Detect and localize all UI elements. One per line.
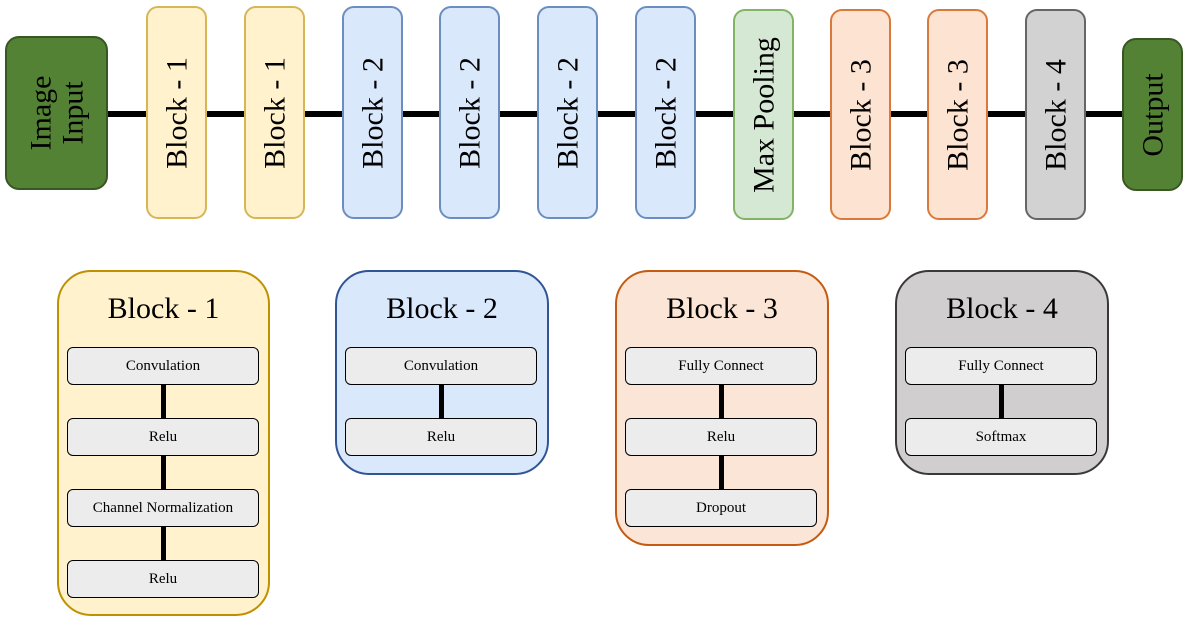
layer-relu: Relu — [625, 418, 817, 456]
layer-channel-normalization: Channel Normalization — [67, 489, 259, 527]
layer-connector — [999, 385, 1004, 418]
stage-label: Max Pooling — [746, 36, 780, 193]
stage-block-4: Block - 4 — [1025, 9, 1086, 220]
network-pipeline: Image Input Block - 1 Block - 1 Block - … — [0, 0, 1188, 230]
layer-relu: Relu — [67, 418, 259, 456]
block-1-title: Block - 1 — [107, 292, 220, 325]
block-3-panel: Block - 3 Fully Connect Relu Dropout — [615, 270, 829, 546]
image-input-label: Image Input — [24, 75, 89, 151]
pipeline-connector-line — [100, 111, 1130, 117]
block-4-panel: Block - 4 Fully Connect Softmax — [895, 270, 1109, 475]
stage-block-1-b: Block - 1 — [244, 6, 305, 219]
image-input-node: Image Input — [5, 36, 108, 190]
stage-block-2-c: Block - 2 — [537, 6, 598, 219]
stage-label: Block - 1 — [159, 56, 193, 169]
stage-block-2-a: Block - 2 — [342, 6, 403, 219]
stage-max-pooling: Max Pooling — [733, 9, 794, 220]
stage-block-2-d: Block - 2 — [635, 6, 696, 219]
layer-relu: Relu — [67, 560, 259, 598]
layer-fully-connect: Fully Connect — [625, 347, 817, 385]
stage-block-3-b: Block - 3 — [927, 9, 988, 220]
layer-convolution: Convulation — [345, 347, 537, 385]
layer-connector — [439, 385, 444, 418]
layer-connector — [161, 456, 166, 489]
block-2-panel: Block - 2 Convulation Relu — [335, 270, 549, 475]
layer-fully-connect: Fully Connect — [905, 347, 1097, 385]
stage-label: Block - 3 — [940, 58, 974, 171]
block-1-panel: Block - 1 Convulation Relu Channel Norma… — [57, 270, 270, 616]
stage-label: Block - 1 — [257, 56, 291, 169]
stage-label: Block - 3 — [843, 58, 877, 171]
stage-block-2-b: Block - 2 — [439, 6, 500, 219]
stage-block-3-a: Block - 3 — [830, 9, 891, 220]
layer-dropout: Dropout — [625, 489, 817, 527]
layer-connector — [161, 527, 166, 560]
output-label: Output — [1135, 72, 1169, 157]
layer-convolution: Convulation — [67, 347, 259, 385]
stage-block-1-a: Block - 1 — [146, 6, 207, 219]
stage-label: Block - 2 — [355, 56, 389, 169]
layer-connector — [161, 385, 166, 418]
stage-label: Block - 2 — [550, 56, 584, 169]
block-3-title: Block - 3 — [666, 292, 778, 325]
layer-connector — [719, 385, 724, 418]
layer-connector — [719, 456, 724, 489]
output-node: Output — [1122, 38, 1183, 191]
block-4-title: Block - 4 — [946, 292, 1058, 325]
layer-relu: Relu — [345, 418, 537, 456]
stage-label: Block - 2 — [648, 56, 682, 169]
stage-label: Block - 4 — [1038, 58, 1072, 171]
block-2-title: Block - 2 — [386, 292, 498, 325]
layer-softmax: Softmax — [905, 418, 1097, 456]
stage-label: Block - 2 — [452, 56, 486, 169]
